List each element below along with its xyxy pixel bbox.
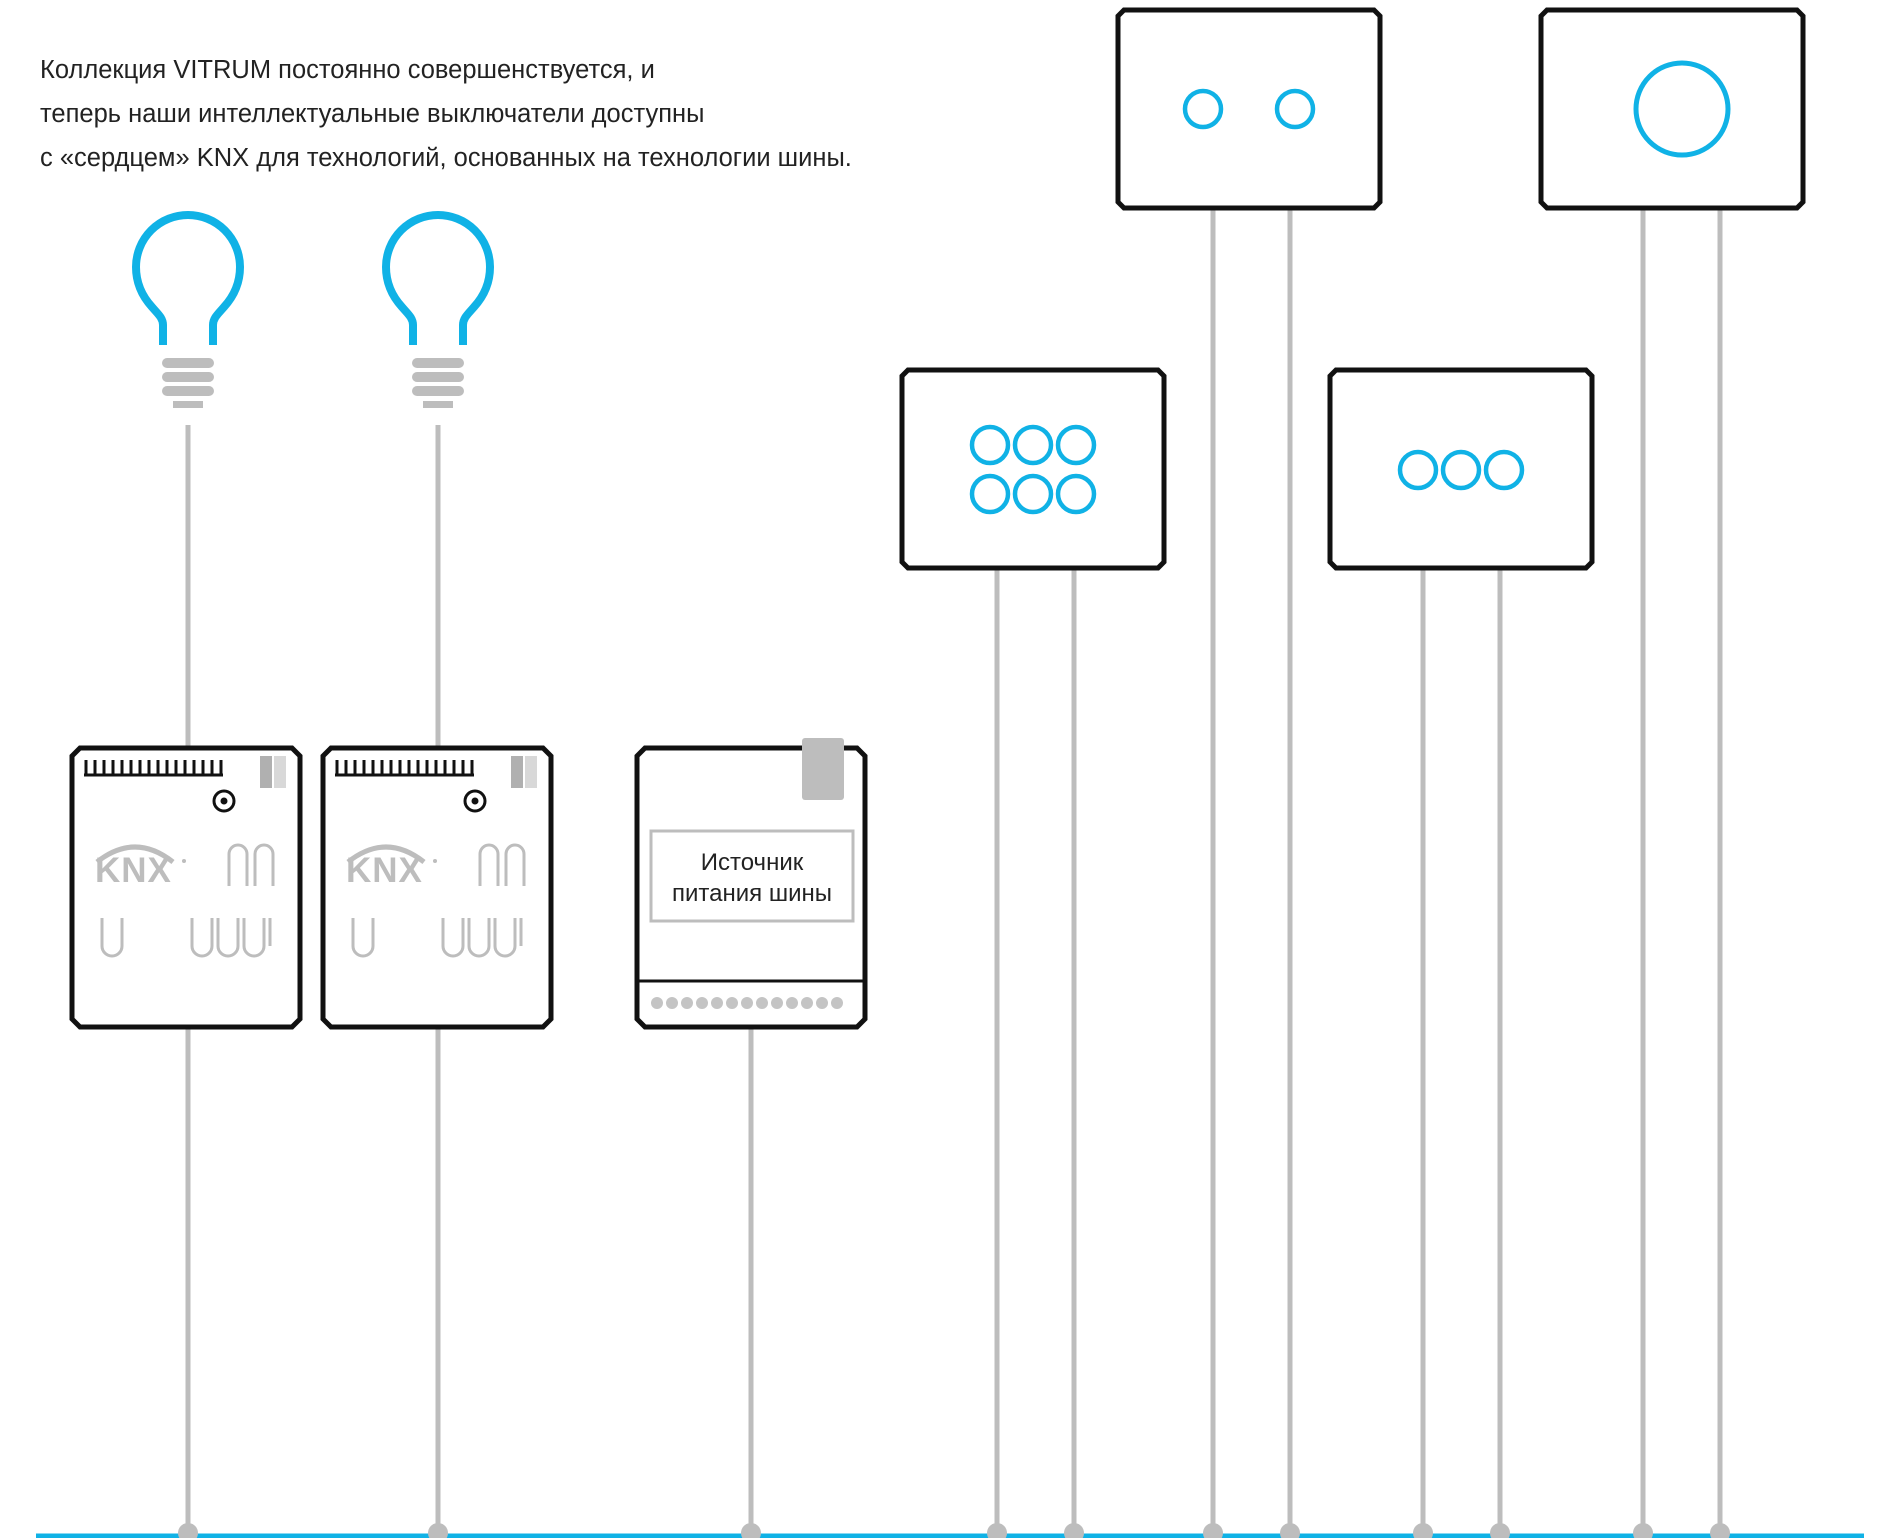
switch-button-icon	[1055, 473, 1097, 515]
switch-button-icon	[1012, 473, 1054, 515]
knx-logo: KNX	[346, 844, 437, 890]
lightbulb-icon	[382, 211, 494, 408]
switch-button-icon	[1483, 449, 1525, 491]
intro-line-1: Коллекция VITRUM постоянно совершенствуе…	[40, 56, 655, 84]
psu-label-line-2: питания шины	[672, 880, 832, 907]
bus-dot	[1203, 1523, 1223, 1538]
bus-connection-dots	[178, 1523, 1730, 1538]
program-button-icon	[212, 789, 236, 813]
bus-dot	[428, 1523, 448, 1538]
bus-dot	[741, 1523, 761, 1538]
knx-logo-text: KNX	[346, 851, 423, 890]
six-button-switch-panel	[899, 367, 1167, 571]
switch-button-icon	[1055, 424, 1097, 466]
switch-button-icon	[969, 424, 1011, 466]
bus-dot	[1490, 1523, 1510, 1538]
switch-button-icon	[1440, 449, 1482, 491]
psu-terminal-dots	[651, 997, 843, 1009]
bus-dot	[178, 1523, 198, 1538]
switch-button-icon	[1012, 424, 1054, 466]
bus-dot	[1413, 1523, 1433, 1538]
connector-diagram-icon	[100, 843, 275, 958]
switch-button-icon	[969, 473, 1011, 515]
switch-button-icon	[1274, 88, 1316, 130]
two-button-switch-panel	[1115, 7, 1383, 211]
bus-dot	[1710, 1523, 1730, 1538]
connector-diagram-icon	[351, 843, 526, 958]
intro-text: Коллекция VITRUM постоянно совершенствуе…	[40, 48, 1040, 180]
psu-label-line-1: Источник	[701, 849, 804, 876]
bus-dot	[1633, 1523, 1653, 1538]
knx-actuator-module: KNX	[320, 745, 554, 1030]
bus-dot	[987, 1523, 1007, 1538]
bus-dot	[1064, 1523, 1084, 1538]
switch-button-icon	[1182, 88, 1224, 130]
knx-logo-text: KNX	[95, 851, 172, 890]
psu-connector-block	[802, 738, 844, 800]
knx-actuator-module: KNX	[69, 745, 303, 1030]
three-button-switch-panel	[1327, 367, 1595, 571]
one-button-switch-panel	[1538, 7, 1806, 211]
switch-button-icon	[1633, 60, 1731, 158]
bus-dot	[1280, 1523, 1300, 1538]
intro-line-3: с «сердцем» KNX для технологий, основанн…	[40, 144, 852, 172]
psu-label-box	[649, 829, 855, 923]
knx-logo: KNX	[95, 844, 186, 890]
intro-line-2: теперь наши интеллектуальные выключатели…	[40, 100, 705, 128]
switch-button-icon	[1397, 449, 1439, 491]
wires	[185, 206, 1723, 1530]
bus-power-supply: Источник питания шины	[634, 738, 868, 1030]
program-button-icon	[463, 789, 487, 813]
terminal-strip	[335, 760, 474, 777]
lightbulb-icon	[132, 211, 244, 408]
terminal-strip	[84, 760, 223, 777]
